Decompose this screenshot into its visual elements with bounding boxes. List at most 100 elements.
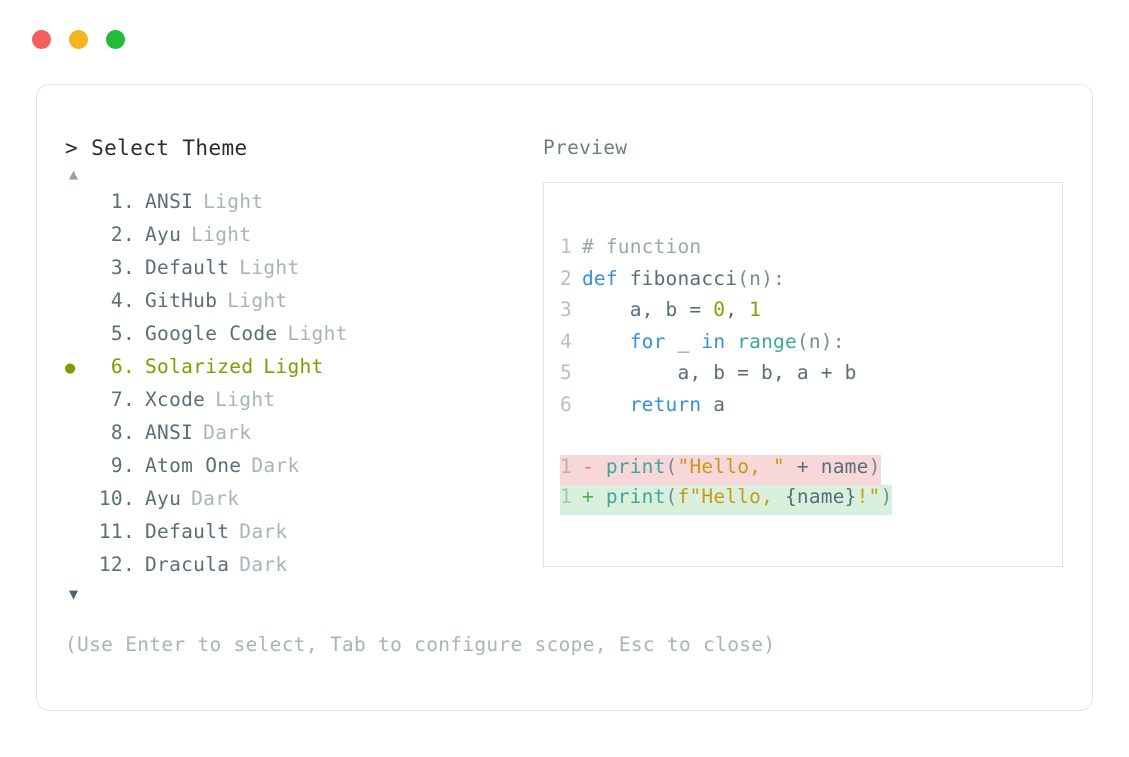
- diff-marker: +: [581, 485, 606, 508]
- diff-line-removed: 1- print("Hello, " + name): [560, 455, 881, 485]
- code-token: a: [701, 392, 726, 416]
- code-token: !": [856, 485, 881, 508]
- code-line-number: 3: [560, 298, 572, 321]
- bullet-placeholder: ●: [65, 187, 91, 220]
- theme-list: ●1.ANSILight●2.AyuLight●3.DefaultLight●4…: [65, 187, 525, 583]
- code-token: a, b = b, a + b: [581, 361, 857, 384]
- bullet-placeholder: ●: [65, 286, 91, 319]
- theme-item-variant: Dark: [203, 421, 252, 444]
- theme-item-variant: Dark: [239, 520, 288, 543]
- bullet-placeholder: ●: [65, 385, 91, 418]
- theme-item-number: 3.: [110, 256, 135, 279]
- theme-item-variant: Light: [263, 355, 324, 378]
- code-token: print: [605, 455, 666, 478]
- code-line: 1 # function: [560, 235, 1056, 267]
- bullet-placeholder: ●: [65, 220, 91, 253]
- bullet-placeholder: ●: [65, 484, 91, 517]
- theme-item-number: 4.: [110, 289, 135, 312]
- diff-line-added: 1+ print(f"Hello, {name}!"): [560, 485, 893, 515]
- theme-picker-card: > Select Theme ▲ ● 1. ANSI Light ● 2. Ayu Light…: [36, 84, 1093, 711]
- theme-list-item[interactable]: ● 3. Default Light: [65, 253, 525, 286]
- code-token: 1: [749, 298, 762, 321]
- theme-item-number: 8.: [110, 421, 135, 444]
- theme-item-number: 1.: [110, 190, 135, 213]
- preview-label: Preview: [543, 136, 628, 159]
- minimize-dot[interactable]: [69, 30, 88, 49]
- scroll-down-icon[interactable]: ▼: [69, 585, 79, 603]
- selected-bullet-icon: ●: [65, 358, 76, 378]
- code-token: f"Hello,: [677, 485, 785, 508]
- theme-item-variant: Light: [287, 322, 348, 345]
- code-token: return: [629, 392, 702, 416]
- theme-item-variant: Light: [203, 190, 264, 213]
- code-token: (n):: [737, 266, 785, 290]
- theme-item-variant: Light: [215, 388, 276, 411]
- diff-marker: -: [581, 455, 606, 478]
- theme-item-variant: Light: [191, 223, 252, 246]
- code-token: {name}: [784, 485, 857, 508]
- theme-item-number: 2.: [110, 223, 135, 246]
- code-token: ,: [725, 298, 750, 321]
- code-token: (: [665, 455, 678, 478]
- code-line: 5 a, b = b, a + b: [560, 361, 1056, 393]
- code-token: (n):: [796, 329, 845, 353]
- code-token: a, b =: [581, 298, 714, 321]
- theme-item-name: Dracula: [145, 553, 230, 576]
- theme-item-name: Ayu: [145, 487, 182, 510]
- code-token: for: [629, 329, 666, 353]
- theme-item-name: Google Code: [145, 322, 278, 345]
- code-token: "Hello, ": [677, 455, 785, 478]
- code-line-text: for _ in range(n):: [582, 330, 845, 353]
- code-token: fibonacci: [629, 266, 738, 290]
- code-line-number: 1: [560, 235, 572, 258]
- page-title: > Select Theme: [65, 136, 248, 160]
- theme-item-name: Solarized: [145, 355, 254, 378]
- maximize-dot[interactable]: [106, 30, 125, 49]
- bullet-placeholder: ●: [65, 319, 91, 352]
- code-line-text: a, b = b, a + b: [582, 361, 857, 384]
- theme-item-number: 9.: [110, 454, 135, 477]
- code-token: range: [737, 329, 797, 353]
- theme-item-name: Default: [145, 256, 230, 279]
- theme-item-number: 12.: [98, 553, 135, 576]
- code-line-text: # function: [582, 235, 701, 258]
- close-dot[interactable]: [32, 30, 51, 49]
- keyboard-hint: (Use Enter to select, Tab to configure s…: [65, 633, 776, 656]
- theme-list-item[interactable]: ● 5. Google Code Light: [65, 319, 525, 352]
- code-token: +: [784, 455, 821, 478]
- theme-item-number: 7.: [110, 388, 135, 411]
- theme-item-variant: Light: [239, 256, 300, 279]
- bullet-placeholder: ●: [65, 550, 91, 583]
- theme-item-variant: Light: [227, 289, 288, 312]
- theme-item-name: ANSI: [145, 190, 194, 213]
- code-line-number: 6: [560, 392, 572, 416]
- code-line-text: return a: [582, 393, 725, 416]
- theme-item-name: Default: [145, 520, 230, 543]
- theme-item-variant: Dark: [251, 454, 300, 477]
- bullet-placeholder: ●: [65, 253, 91, 286]
- theme-item-number: 5.: [110, 322, 135, 345]
- diff-line-number: 1: [560, 455, 572, 478]
- code-spacer: [560, 424, 1056, 455]
- code-token: (: [665, 485, 678, 508]
- code-token: name: [820, 455, 869, 478]
- code-line-text: def fibonacci(n):: [582, 267, 785, 290]
- scroll-up-icon[interactable]: ▲: [69, 165, 79, 183]
- code-token: [582, 393, 630, 416]
- theme-list-item[interactable]: ● 1. ANSI Light: [65, 187, 525, 220]
- code-line-number: 5: [560, 361, 572, 384]
- code-line: 3 a, b = 0, 1: [560, 298, 1056, 330]
